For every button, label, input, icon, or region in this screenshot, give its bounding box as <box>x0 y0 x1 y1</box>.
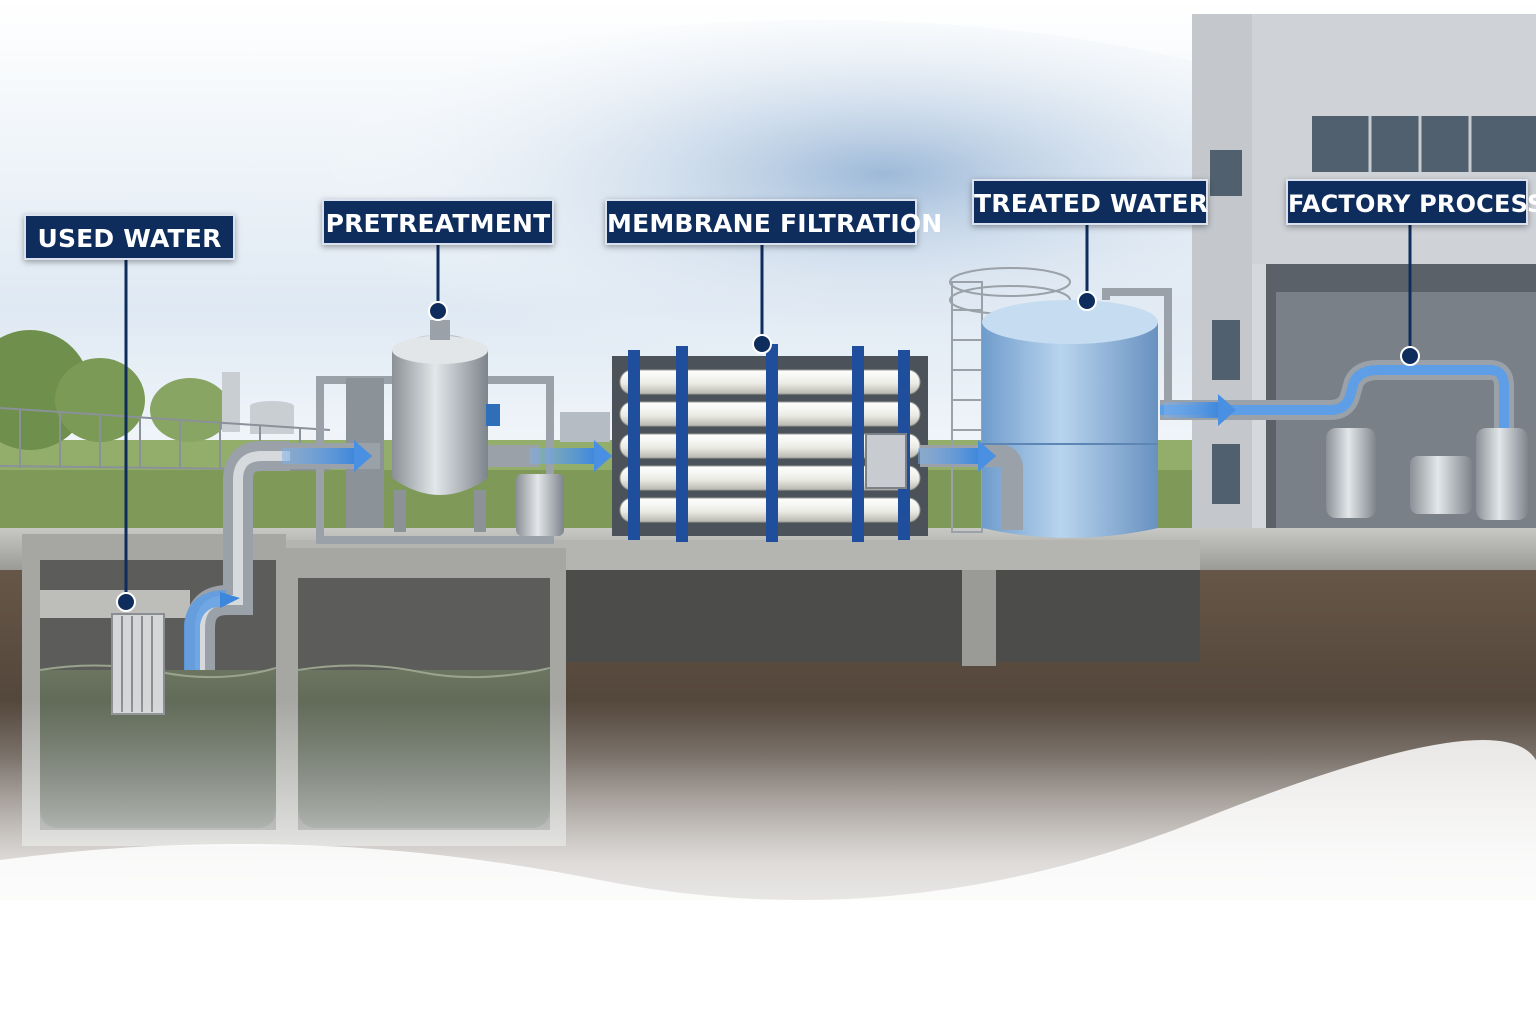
arrow-right-icon <box>282 440 372 472</box>
factory-process-label: FACTORY PROCESS <box>1286 179 1536 225</box>
treated-water-tank <box>920 267 1172 538</box>
intake-pipe <box>184 441 290 670</box>
pretreatment-label: PRETREATMENT <box>322 199 554 245</box>
membrane-rack <box>612 344 928 542</box>
membrane-filtration-label: MEMBRANE FILTRATION <box>605 199 942 245</box>
filled-circle-icon <box>428 301 448 321</box>
callout-leader <box>752 245 772 354</box>
filled-circle-icon <box>116 592 136 612</box>
callout-leader <box>428 245 448 321</box>
used-water-label: USED WATER <box>24 214 235 260</box>
flow-arrows <box>282 394 1236 472</box>
callout-leader <box>1077 225 1097 311</box>
outlet-pipe <box>1160 360 1514 428</box>
filled-circle-icon <box>1400 346 1420 366</box>
callout-leader <box>116 260 136 612</box>
arrow-right-icon <box>1164 394 1236 426</box>
arrow-right-icon <box>530 440 612 472</box>
filled-circle-icon <box>752 334 772 354</box>
callouts <box>116 225 1420 612</box>
treated-water-label: TREATED WATER <box>972 179 1208 225</box>
filled-circle-icon <box>1077 291 1097 311</box>
arrow-right-icon <box>918 440 996 472</box>
distant-silos <box>222 372 610 442</box>
callout-leader <box>1400 225 1420 366</box>
factory-building <box>1192 14 1536 544</box>
